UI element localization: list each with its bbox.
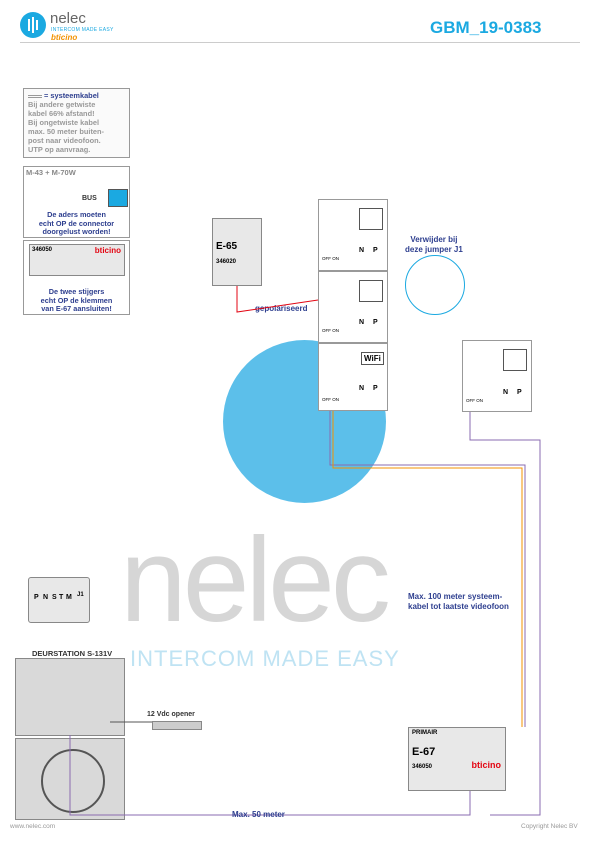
- monitor-1-panel: N P OFF ON: [318, 199, 388, 271]
- jumper-circle: [405, 255, 465, 315]
- monitor-3-panel: WiFi N P OFF ON: [318, 343, 388, 411]
- door-station-module: [15, 658, 125, 736]
- e67-main-name: E-67: [412, 746, 436, 758]
- door-terminal-p: P: [34, 594, 39, 601]
- monitor-2-panel: N P OFF ON: [318, 271, 388, 343]
- note-line: kabel 66% afstand!: [28, 109, 95, 118]
- logo-tagline: INTERCOM MADE EASY: [51, 27, 114, 33]
- door-terminal-m: M: [66, 594, 72, 601]
- e65-name: E-65: [216, 241, 238, 252]
- cable-note-box: = systeemkabel Bij andere getwiste kabel…: [23, 88, 130, 158]
- footer-copyright: Copyright Nelec BV: [521, 823, 578, 830]
- e67-main-unit: PRIMAIR E-67 346050 bticino: [408, 727, 506, 791]
- wire-riser-main: [329, 411, 526, 727]
- e65-power-supply: E-65 346020: [212, 218, 262, 286]
- door-opener: [152, 721, 202, 730]
- note-line: max. 50 meter buiten-: [28, 127, 104, 136]
- e67-mini-part: 346050: [32, 247, 53, 253]
- wire-door-to-e67: [69, 735, 471, 816]
- monitor-2-p: P: [373, 319, 378, 326]
- monitor-1-n: N: [359, 247, 365, 254]
- monitor-2-n: N: [359, 319, 365, 326]
- monitor-1-p: P: [373, 247, 378, 254]
- door-terminal-strip: P N S T M J1: [28, 577, 90, 623]
- opener-label: 12 Vdc opener: [147, 711, 195, 718]
- max-50-label: Max. 50 meter: [232, 810, 285, 819]
- monitor-2-screen-icon: [359, 280, 383, 302]
- max-100-label: Max. 100 meter systeem-kabel tot laatste…: [408, 592, 509, 611]
- monitor-3-wifi: WiFi: [361, 352, 384, 365]
- monitor-2-switch: OFF ON: [322, 328, 339, 333]
- document-code: GBM_19-0383: [430, 18, 542, 37]
- wire-riser-main-2: [332, 411, 523, 727]
- wire-right-monitor: [469, 412, 541, 816]
- monitor-1-screen-icon: [359, 208, 383, 230]
- note-line: Bij andere getwiste: [28, 100, 96, 109]
- e67-main-part: 346050: [412, 764, 433, 770]
- door-terminal-s: S: [52, 594, 57, 601]
- monitor-3-n: N: [359, 385, 365, 392]
- e67-main-brand: bticino: [471, 760, 502, 770]
- note-title: = systeemkabel: [28, 91, 125, 100]
- bus-label: BUS: [82, 195, 97, 202]
- watermark-word: nelec: [120, 513, 391, 647]
- nelec-logo-icon: [20, 12, 46, 38]
- door-terminal-n: N: [43, 594, 49, 601]
- monitor-4-screen-icon: [503, 349, 527, 371]
- speaker-icon: [41, 749, 105, 813]
- e67-mini-device: 346050 bticino: [29, 244, 125, 276]
- bus-connector-icon: [108, 189, 128, 207]
- monitor-4-panel: N P OFF ON: [462, 340, 532, 412]
- polarized-label: gepolariseerd: [255, 304, 308, 313]
- monitor-3-switch: OFF ON: [322, 397, 339, 402]
- logo-name: nelec: [50, 10, 86, 27]
- door-station-label: DEURSTATION S-131V: [32, 649, 113, 658]
- note-line: Bij ongetwiste kabel: [28, 118, 100, 127]
- watermark-tagline: INTERCOM MADE EASY: [130, 646, 400, 671]
- connector-title: M-43 + M-70W: [26, 168, 76, 177]
- footer-website: www.nelec.com: [10, 823, 56, 830]
- monitor-1-switch: OFF ON: [322, 256, 339, 261]
- logo-brand: bticino: [51, 33, 78, 42]
- e65-part: 346020: [216, 259, 237, 265]
- e67-main-top: PRIMAIR: [412, 730, 438, 736]
- header-divider: [20, 42, 580, 43]
- wire-psu-to-monitors: [236, 286, 319, 313]
- monitor-4-p: P: [517, 389, 522, 396]
- monitor-4-switch: OFF ON: [466, 398, 483, 403]
- note-line: post naar videofoon.: [28, 136, 101, 145]
- note-line: UTP op aanvraag.: [28, 145, 91, 154]
- e67-mini-brand: bticino: [94, 246, 121, 255]
- door-terminal-j1: J1: [77, 592, 84, 598]
- monitor-4-n: N: [503, 389, 509, 396]
- monitor-3-p: P: [373, 385, 378, 392]
- door-terminal-t: T: [59, 594, 64, 601]
